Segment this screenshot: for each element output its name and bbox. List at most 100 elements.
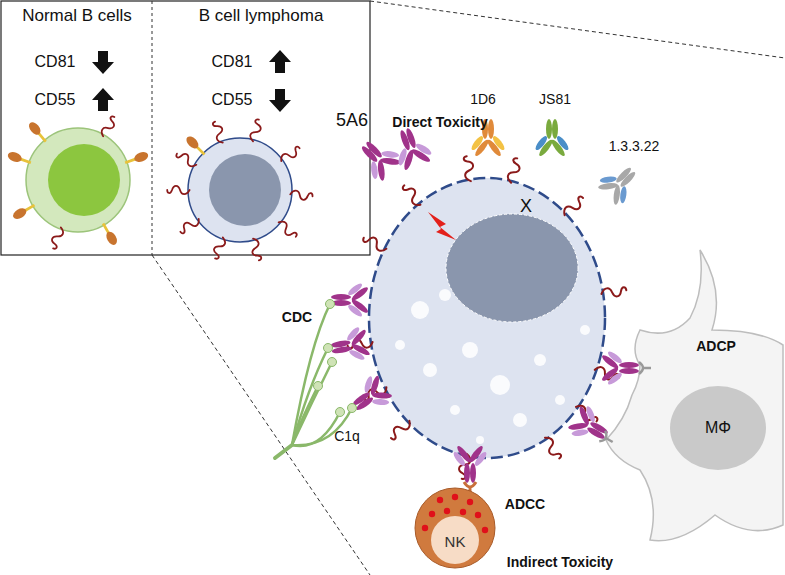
panel-heading-box: B cell lymphoma bbox=[153, 6, 369, 36]
cd81-receptor bbox=[541, 435, 563, 461]
nk-cell bbox=[415, 482, 495, 568]
cd81-receptor bbox=[362, 234, 389, 254]
receptor-head bbox=[6, 150, 23, 163]
cd81-receptor bbox=[249, 238, 263, 262]
antibody-arm bbox=[410, 142, 435, 164]
antibody-arm bbox=[450, 444, 472, 467]
vacuole bbox=[462, 342, 478, 358]
heavy-chain bbox=[619, 362, 639, 368]
antibody bbox=[343, 369, 397, 424]
receptor-stalk bbox=[125, 159, 135, 163]
marker-label: X bbox=[520, 197, 532, 217]
light-chain bbox=[473, 450, 488, 467]
cd81-receptor bbox=[279, 145, 302, 165]
light-chain bbox=[370, 161, 378, 179]
antibody-arm bbox=[468, 444, 490, 467]
lymphoma-cell-large bbox=[347, 156, 627, 480]
panel-heading-box: Normal B cells bbox=[2, 6, 152, 36]
heavy-chain bbox=[377, 160, 386, 182]
up-arrow bbox=[92, 88, 114, 111]
marker-label: CD55 bbox=[35, 91, 76, 109]
cd81-receptor bbox=[175, 150, 199, 168]
cd81-receptor bbox=[573, 403, 599, 425]
light-chain bbox=[348, 348, 366, 361]
antibody bbox=[450, 444, 490, 483]
heavy-chain bbox=[470, 463, 476, 483]
marker-label: 1D6 bbox=[470, 92, 496, 107]
cd55-receptor bbox=[11, 201, 37, 221]
vacuole bbox=[534, 354, 546, 366]
cd81-receptor bbox=[276, 219, 299, 240]
light-chain bbox=[534, 135, 549, 152]
cd81-receptor bbox=[388, 417, 413, 441]
arrow-shape bbox=[92, 88, 114, 111]
cd55-receptor bbox=[124, 150, 150, 167]
arrow-shape bbox=[92, 51, 114, 74]
cd81-receptor bbox=[462, 156, 475, 182]
receptor-loop bbox=[167, 186, 189, 194]
c1q-head bbox=[324, 344, 333, 353]
antibody-arm bbox=[372, 392, 393, 406]
c1q-head bbox=[348, 404, 357, 413]
marker-label: CD81 bbox=[35, 53, 76, 71]
vacuole bbox=[490, 375, 510, 395]
cell-nucleus bbox=[446, 214, 578, 322]
receptor-loop bbox=[211, 236, 227, 260]
heavy-chain bbox=[331, 294, 351, 300]
light-chain bbox=[345, 326, 361, 343]
antibody bbox=[600, 348, 639, 388]
light-chain bbox=[585, 405, 597, 423]
marker-label: C1q bbox=[334, 429, 360, 444]
mechanism-label: ADCC bbox=[505, 497, 545, 512]
heavy-chain bbox=[552, 119, 558, 139]
receptor-loop bbox=[290, 190, 313, 200]
receptor-loop bbox=[211, 120, 227, 144]
antibody-arm bbox=[345, 324, 368, 347]
vacuole bbox=[555, 395, 565, 405]
receptor-loop bbox=[401, 182, 424, 207]
light-chain bbox=[555, 135, 570, 152]
inset-divider bbox=[152, 1, 153, 255]
node-text: NK bbox=[445, 533, 466, 550]
receptor-loop bbox=[249, 119, 263, 143]
heavy-chain bbox=[372, 392, 392, 399]
node-text: Normal B cells bbox=[22, 6, 132, 26]
cd81-receptor bbox=[49, 226, 65, 250]
cell-label-box: NK bbox=[441, 531, 470, 552]
antibody-arm bbox=[370, 160, 386, 182]
antibody-arm bbox=[346, 280, 369, 302]
lymphoma-cell bbox=[188, 138, 292, 242]
antibody-arm bbox=[468, 134, 490, 157]
vacuole bbox=[423, 363, 437, 377]
antibody-arm bbox=[550, 134, 572, 157]
c1q-head bbox=[336, 408, 345, 417]
light-chain bbox=[599, 176, 617, 184]
node-text: MΦ bbox=[705, 419, 731, 437]
receptor-loop bbox=[541, 435, 563, 461]
light-chain bbox=[372, 399, 389, 406]
cd81-receptor bbox=[601, 286, 627, 299]
fc-receptor bbox=[639, 362, 651, 374]
receptor-loop bbox=[175, 150, 199, 168]
light-chain bbox=[363, 375, 374, 393]
c1q-base bbox=[275, 445, 292, 458]
antibody bbox=[350, 130, 408, 188]
light-chain bbox=[347, 282, 364, 297]
light-chain bbox=[606, 350, 623, 365]
cd81-receptor bbox=[401, 182, 424, 207]
receptor-loop bbox=[601, 286, 627, 299]
granule bbox=[482, 527, 488, 533]
c1q-head bbox=[314, 382, 323, 391]
marker-label: 5A6 bbox=[336, 111, 368, 131]
macrophage-body bbox=[606, 250, 783, 541]
cd81-receptor bbox=[178, 215, 201, 235]
antibody bbox=[592, 156, 647, 211]
receptor-head bbox=[11, 206, 28, 221]
receptor-loop bbox=[362, 234, 389, 254]
heavy-chain bbox=[614, 166, 632, 184]
granule bbox=[422, 525, 428, 531]
light-chain bbox=[606, 371, 623, 386]
antibody-arm bbox=[532, 134, 554, 157]
lightning-symbol bbox=[428, 212, 456, 240]
